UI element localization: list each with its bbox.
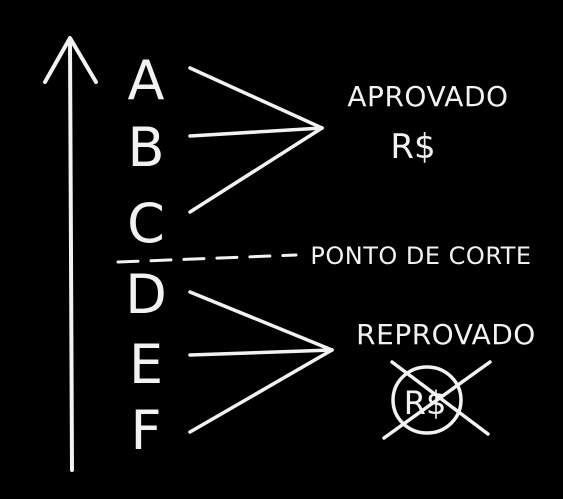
grade-a: A [128, 49, 165, 112]
cutoff-dashed-line [116, 253, 298, 264]
failed-money: R$ [404, 384, 447, 422]
approved-label: APROVADO [347, 80, 508, 113]
failed-label: REPROVADO [356, 318, 536, 351]
grade-b: B [127, 116, 164, 179]
arrow-up-icon [43, 36, 98, 472]
grade-d: D [125, 263, 167, 326]
cutoff-label: PONTO DE CORTE [310, 242, 531, 270]
grade-e: E [129, 333, 163, 396]
grade-f: F [130, 399, 161, 462]
failed-connector-lines [188, 290, 334, 434]
grade-c: C [127, 192, 165, 255]
crossed-money-icon [382, 360, 492, 440]
approved-money: R$ [390, 127, 435, 167]
approved-connector-lines [188, 66, 324, 214]
